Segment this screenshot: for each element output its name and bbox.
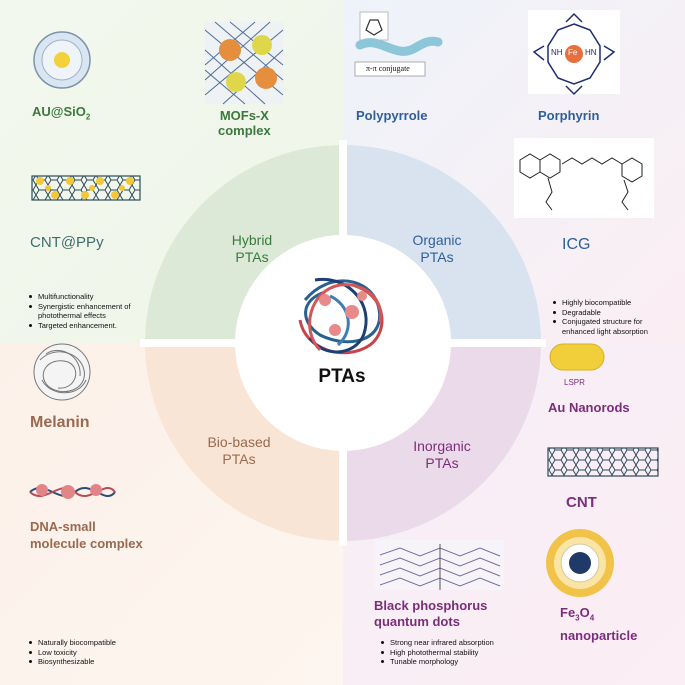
inorganic-bullets: Strong near infrared absorption High pho… — [380, 638, 494, 667]
organic-bullet: Degradable — [552, 308, 648, 318]
fe3o4-b: 3 — [575, 613, 580, 623]
inorganic-line2: PTAs — [425, 455, 459, 471]
hybrid-line1: Hybrid — [231, 232, 273, 248]
hybrid-bullet: Multifunctionality — [28, 292, 131, 302]
pi-conjugate-label: π-π conjugate — [366, 64, 410, 73]
fe3o4-d: 4 — [589, 613, 595, 623]
au-sio2-icon — [33, 31, 91, 89]
fe3o4-c: O — [579, 605, 590, 620]
organic-line2: PTAs — [420, 249, 454, 265]
hybrid-ptas-label: Hybrid PTAs — [212, 232, 292, 266]
hn-label: HN — [585, 48, 597, 57]
organic-bullet: Conjugated structure for — [552, 317, 648, 327]
inorganic-bullet: High photothermal stability — [380, 648, 494, 658]
fe3o4-a: Fe — [560, 605, 576, 620]
melanin-label: Melanin — [30, 414, 90, 431]
hybrid-bullets: Multifunctionality Synergistic enhanceme… — [28, 292, 131, 330]
fe3o4-formula: Fe3O4 — [560, 604, 637, 627]
biobased-line2: PTAs — [222, 451, 256, 467]
fe3o4-icon — [546, 529, 614, 597]
fe3o4-line2: nanoparticle — [560, 627, 638, 643]
black-phosphorus-label: Black phosphorus quantum dots — [374, 598, 487, 630]
dna-complex-icon — [29, 484, 116, 499]
hybrid-line2: PTAs — [235, 249, 269, 265]
dna-line2: molecule complex — [30, 536, 143, 551]
black-phosphorus-icon — [374, 540, 504, 590]
melanin-icon — [33, 343, 91, 401]
porphyrin-icon — [528, 10, 620, 96]
organic-bullets: Highly biocompatible Degradable Conjugat… — [552, 298, 648, 336]
polypyrrole-icon — [354, 11, 443, 77]
organic-bullet-cont: enhanced light absorption — [562, 326, 648, 336]
au-sio2-label: AU@SiO2 — [32, 104, 90, 122]
fe3o4-label: Fe3O4 nanoparticle — [560, 604, 637, 644]
au-sio2-sub: 2 — [85, 112, 91, 122]
icg-label: ICG — [562, 236, 591, 253]
mofs-line2: complex — [218, 123, 271, 138]
porphyrin-label: Porphyrin — [538, 108, 600, 123]
mofs-x-label: MOFs-X complex — [218, 108, 271, 138]
biobased-bullet: Low toxicity — [28, 648, 116, 658]
inorganic-bullet: Tunable morphology — [380, 657, 494, 667]
dna-line1: DNA-small — [30, 519, 96, 534]
au-sio2-main: AU@SiO — [32, 104, 86, 119]
ptas-knot-icon — [298, 277, 384, 355]
hybrid-bullet: Targeted enhancement. — [28, 321, 131, 331]
inorganic-line1: Inorganic — [413, 438, 471, 454]
lspr-label: LSPR — [564, 378, 585, 387]
mofs-x-icon — [204, 21, 284, 105]
cnt-label: CNT — [566, 494, 597, 511]
biobased-ptas-label: Bio-based PTAs — [196, 434, 282, 468]
icg-icon — [514, 138, 654, 218]
fe-label: Fe — [568, 48, 578, 57]
biobased-line1: Bio-based — [207, 434, 271, 450]
center-label: PTAs — [318, 366, 366, 387]
cnt-ppy-icon — [31, 175, 141, 201]
bp-line2: quantum dots — [374, 614, 460, 629]
bp-line1: Black phosphorus — [374, 598, 488, 613]
hybrid-bullet: Synergistic enhancement of — [28, 302, 131, 312]
polypyrrole-label: Polypyrrole — [356, 108, 428, 123]
biobased-bullet: Naturally biocompatible — [28, 638, 116, 648]
cnt-icon — [547, 447, 659, 477]
hybrid-bullet-cont: photothermal effects — [38, 311, 106, 320]
dna-complex-label: DNA-small molecule complex — [30, 518, 143, 552]
cnt-ppy-label: CNT@PPy — [30, 234, 104, 251]
au-nanorods-label: Au Nanorods — [548, 400, 630, 415]
biobased-bullets: Naturally biocompatible Low toxicity Bio… — [28, 638, 116, 667]
organic-bullet: Highly biocompatible — [552, 298, 648, 308]
mofs-line1: MOFs-X — [219, 108, 269, 123]
organic-ptas-label: Organic PTAs — [397, 232, 477, 266]
organic-line1: Organic — [412, 232, 462, 248]
inorganic-ptas-label: Inorganic PTAs — [400, 438, 484, 472]
nh-label: NH — [551, 48, 563, 57]
inorganic-bullet: Strong near infrared absorption — [380, 638, 494, 648]
au-nanorod-icon — [549, 343, 605, 371]
biobased-bullet: Biosynthesizable — [28, 657, 116, 667]
